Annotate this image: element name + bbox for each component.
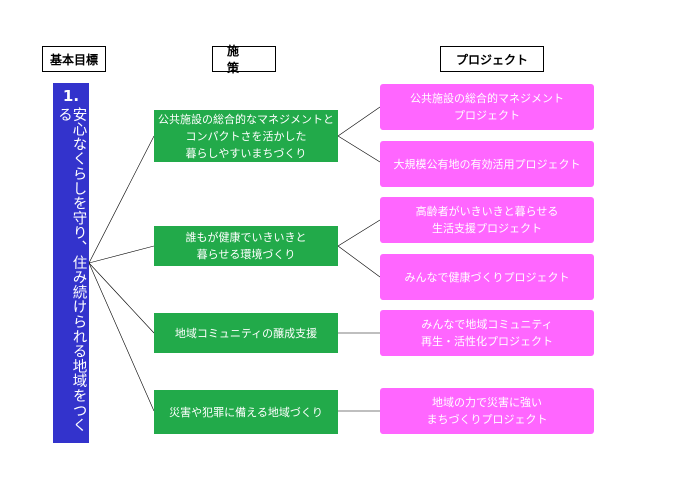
measure-box: 地域コミュニティの醸成支援 xyxy=(154,313,338,353)
header-goal: 基本目標 xyxy=(42,46,106,72)
connector-measure1-project1 xyxy=(337,106,381,137)
project-box: みんなで健康づくりプロジェクト xyxy=(380,254,594,300)
connector-measure2-project3 xyxy=(337,219,381,247)
connector-goal-measure-4 xyxy=(88,262,155,412)
measure-box: 公共施設の総合的なマネジメントと コンパクトさを活かした 暮らしやすいまちづくり xyxy=(154,110,338,162)
goal-number: 1. xyxy=(62,87,80,105)
project-box: 高齢者がいきいきと暮らせる 生活支援プロジェクト xyxy=(380,197,594,243)
project-box: 地域の力で災害に強い まちづくりプロジェクト xyxy=(380,388,594,434)
project-box: 公共施設の総合的マネジメント プロジェクト xyxy=(380,84,594,130)
measure-box: 誰もが健康でいきいきと 暮らせる環境づくり xyxy=(154,226,338,266)
measure-box: 災害や犯罪に備える地域づくり xyxy=(154,390,338,434)
header-projects: プロジェクト xyxy=(440,46,544,72)
header-measures: 施策 xyxy=(212,44,276,75)
connector-goal-measure-2 xyxy=(88,245,155,264)
connector-goal-measure-1 xyxy=(88,135,155,264)
project-box: みんなで地域コミュニティ 再生・活性化プロジェクト xyxy=(380,310,594,356)
goal-text: 安心なくらしを守り、住み続けられる地域をつくる xyxy=(56,107,87,433)
connector-measure1-project2 xyxy=(337,135,381,163)
connector-goal-measure-3 xyxy=(88,262,155,334)
project-box: 大規模公有地の有効活用プロジェクト xyxy=(380,141,594,187)
connector-measure2-project4 xyxy=(337,245,381,278)
goal-box: 1. 安心なくらしを守り、住み続けられる地域をつくる xyxy=(53,83,89,443)
